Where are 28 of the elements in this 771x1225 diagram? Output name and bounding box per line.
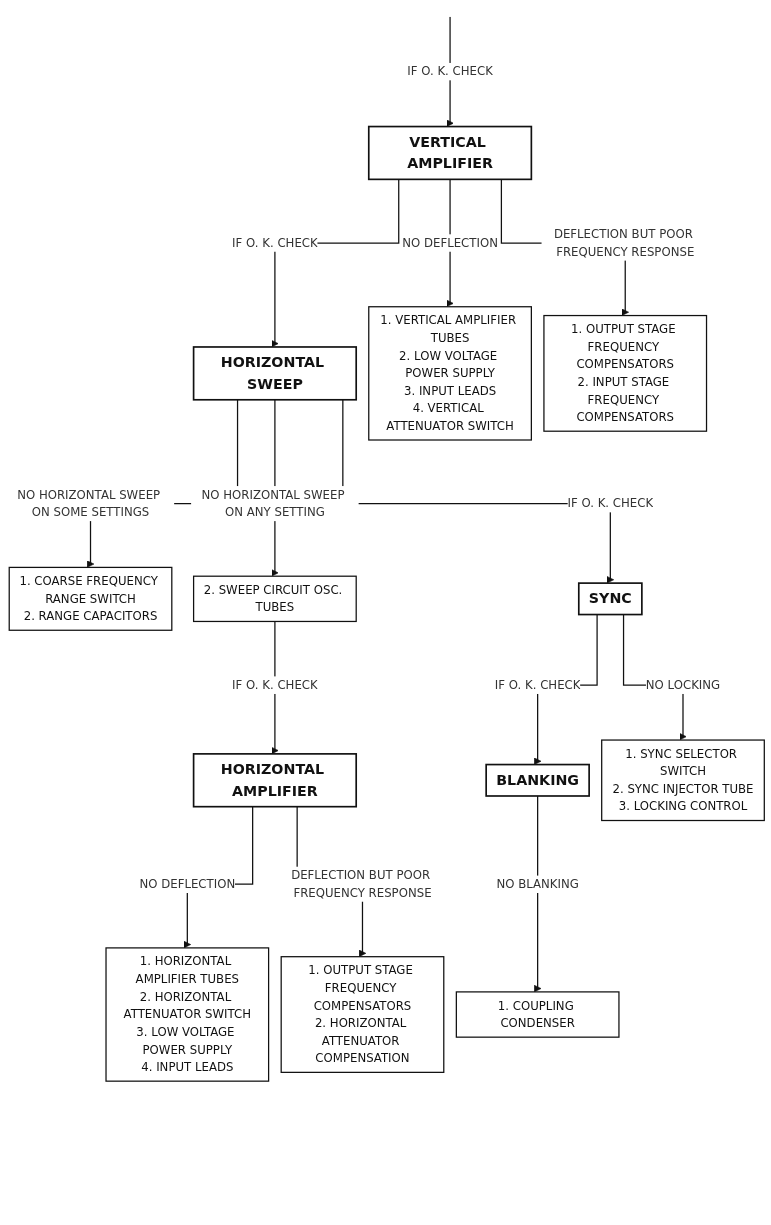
edge-label: DEFLECTION BUT POOR FREQUENCY RESPONSE bbox=[291, 868, 432, 900]
edge-label: NO DEFLECTION bbox=[139, 877, 236, 891]
node-box: 1. COARSE FREQUENCY RANGE SWITCH 2. RANGE CAPACITORS bbox=[8, 566, 173, 631]
node-box: VERTICAL AMPLIFIER bbox=[367, 125, 533, 181]
edge-label: NO HORIZONTAL SWEEP ON ANY SETTING bbox=[201, 487, 345, 519]
edge-label: IF O. K. CHECK bbox=[232, 678, 318, 692]
edge-label: NO DEFLECTION bbox=[402, 235, 498, 250]
arrow bbox=[446, 178, 454, 308]
edge-label: IF O. K. CHECK bbox=[567, 496, 654, 510]
edge-label: NO LOCKING bbox=[645, 678, 721, 692]
node-box: BLANKING bbox=[485, 763, 590, 797]
node-box: HORIZONTAL SWEEP bbox=[192, 346, 358, 401]
node-box: 1. COUPLING CONDENSER bbox=[455, 991, 620, 1038]
edge-label: NO BLANKING bbox=[496, 877, 579, 891]
node-box: 1. SYNC SELECTOR SWITCH 2. SYNC INJECTOR TUBE 3. LOCKING CONTROL bbox=[601, 739, 765, 822]
node-box: HORIZONTAL AMPLIFIER bbox=[192, 753, 358, 808]
edge-label: IF O. K. CHECK bbox=[494, 678, 581, 692]
node-box: 2. SWEEP CIRCUIT OSC. TUBES bbox=[192, 575, 357, 623]
node-box: 1. VERTICAL AMPLIFIER TUBES 2. LOW VOLTAGE POWER SUPPLY 3. INPUT LEADS 4. VERTICAL ATTENUATOR SWITCH bbox=[368, 306, 532, 441]
node-box: 1. OUTPUT STAGE FREQUENCY COMPENSATORS 2. HORIZONTAL ATTENUATOR COMPENSATION bbox=[280, 956, 445, 1073]
node-box: SYNC bbox=[577, 582, 643, 616]
edge-label: NO HORIZONTAL SWEEP ON SOME SETTINGS bbox=[17, 487, 161, 519]
edge-label: DEFLECTION BUT POOR FREQUENCY RESPONSE bbox=[553, 227, 695, 259]
edge-label: IF O. K. CHECK bbox=[407, 64, 493, 78]
node-box: 1. OUTPUT STAGE FREQUENCY COMPENSATORS 2. INPUT STAGE FREQUENCY COMPENSATORS bbox=[543, 314, 708, 432]
edge-label: IF O. K. CHECK bbox=[232, 235, 318, 250]
arrow bbox=[533, 795, 542, 993]
node-box: 1. HORIZONTAL AMPLIFIER TUBES 2. HORIZONTAL ATTENUATOR SWITCH 3. LOW VOLTAGE POWER SUPPLY 4. INPUT LEADS bbox=[105, 947, 270, 1082]
